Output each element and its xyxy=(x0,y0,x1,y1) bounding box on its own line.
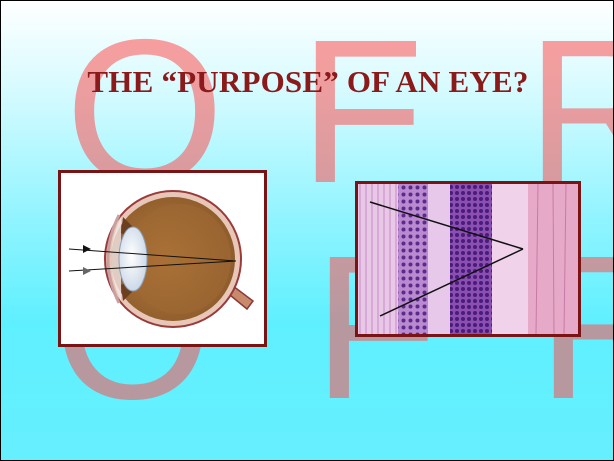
retina-histology-icon xyxy=(358,184,578,334)
eye-cross-section-icon xyxy=(61,173,264,344)
retina-histology-frame xyxy=(355,181,581,337)
slide-title: THE “PURPOSE” OF AN EYE? xyxy=(1,64,614,100)
eye-diagram-frame xyxy=(58,170,267,347)
